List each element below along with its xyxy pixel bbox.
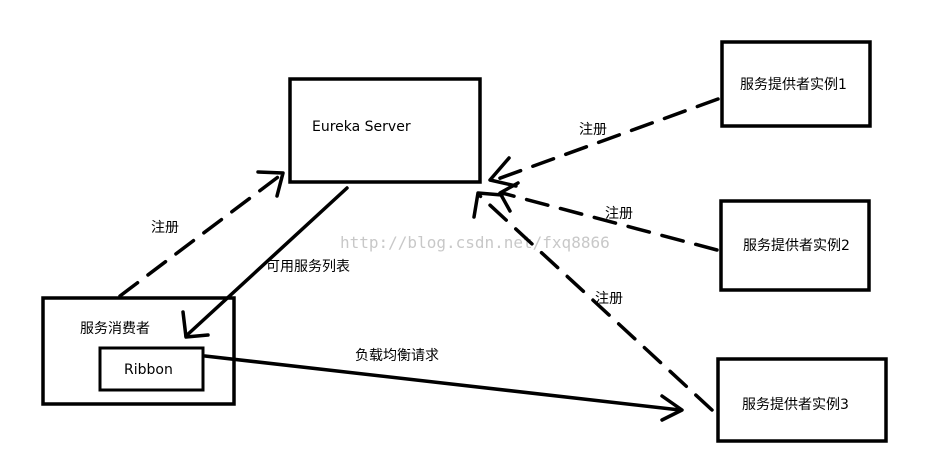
provider3-label: 服务提供者实例3 (742, 397, 849, 413)
ribbon-label: Ribbon (124, 362, 173, 378)
eureka-server-label: Eureka Server (312, 119, 411, 135)
consumer-register-label: 注册 (151, 220, 179, 236)
load-balance-arrow (203, 354, 684, 422)
provider3-node: 服务提供者实例3 (716, 357, 888, 443)
provider2-register-arrow (498, 181, 719, 252)
consumer-register-arrow (118, 170, 285, 298)
watermark: http://blog.csdn.net/fxq8866 (340, 233, 610, 252)
provider2-node: 服务提供者实例2 (719, 199, 871, 292)
provider1-node: 服务提供者实例1 (720, 40, 872, 128)
provider3-register-arrow (472, 191, 714, 412)
service-list-arrow (181, 186, 349, 339)
provider2-label: 服务提供者实例2 (743, 238, 850, 254)
provider3-register-label: 注册 (595, 291, 623, 307)
consumer-label: 服务消费者 (80, 321, 150, 337)
provider1-register-arrow (488, 97, 720, 188)
provider1-register-label: 注册 (579, 122, 607, 138)
provider2-register-label: 注册 (605, 206, 633, 222)
load-balance-label: 负载均衡请求 (355, 348, 439, 364)
ribbon-node: Ribbon (98, 346, 205, 392)
service-list-label: 可用服务列表 (266, 259, 350, 275)
eureka-server-node: Eureka Server (288, 77, 482, 184)
provider1-label: 服务提供者实例1 (740, 77, 847, 93)
